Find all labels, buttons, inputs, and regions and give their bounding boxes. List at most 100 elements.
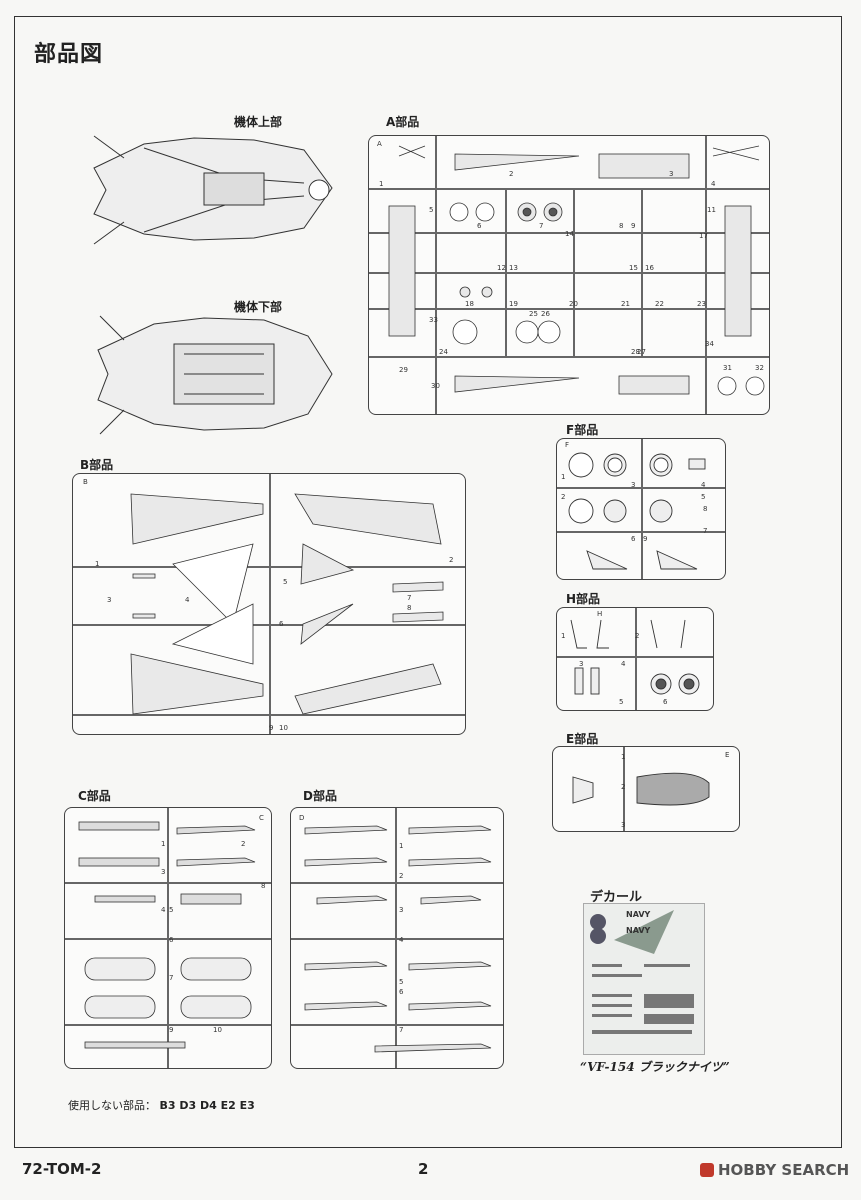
sprue-d-parts: 1 2 3 4 5 6 7 [304,825,492,1053]
svg-text:11: 11 [707,206,716,214]
svg-text:12: 12 [497,264,506,272]
svg-text:5: 5 [619,698,623,706]
svg-text:6: 6 [169,936,174,944]
svg-text:17: 17 [699,232,708,240]
svg-text:5: 5 [701,493,705,501]
svg-text:1: 1 [95,560,99,568]
decal-navy-text-2: NAVY [626,926,651,935]
svg-text:9: 9 [269,724,273,732]
svg-text:7: 7 [169,974,173,982]
section-label-c: C部品 [78,789,111,803]
svg-text:1: 1 [379,180,383,188]
decal-navy-text-1: NAVY [626,910,651,919]
svg-text:9: 9 [169,1026,173,1034]
svg-text:9: 9 [631,222,635,230]
svg-text:3: 3 [399,906,403,914]
sprue-letter-h: H [597,610,603,618]
section-label-f: F部品 [566,423,599,437]
svg-text:1: 1 [621,753,625,761]
svg-text:23: 23 [697,300,706,308]
svg-text:16: 16 [645,264,654,272]
svg-text:3: 3 [621,821,625,829]
svg-text:8: 8 [703,505,707,513]
svg-text:7: 7 [399,1026,403,1034]
svg-text:3: 3 [161,868,165,876]
svg-text:6: 6 [279,620,284,628]
svg-text:4: 4 [185,596,190,604]
svg-text:1: 1 [161,840,165,848]
svg-text:6: 6 [477,222,482,230]
hobby-search-logo-icon [700,1163,714,1177]
svg-text:31: 31 [723,364,732,372]
svg-text:32: 32 [755,364,764,372]
footer-code: 72-TOM-2 [22,1160,102,1178]
section-label-bottom-body: 機体下部 [234,300,283,314]
svg-text:2: 2 [621,783,625,791]
svg-text:2: 2 [399,872,403,880]
section-label-decal: デカール [590,890,643,905]
svg-text:5: 5 [399,978,403,986]
svg-text:19: 19 [509,300,518,308]
svg-text:8: 8 [261,882,265,890]
svg-text:8: 8 [407,604,411,612]
svg-text:6: 6 [631,535,636,543]
svg-text:27: 27 [637,348,646,356]
decal-sheet: NAVY NAVY [583,903,705,1055]
svg-text:4: 4 [711,180,716,188]
sprue-e-parts: 1 2 3 [572,753,710,829]
svg-text:24: 24 [439,348,448,356]
sprue-f-parts: 1 2 3 4 5 6 7 8 9 [561,452,707,570]
sprue-letter-c: C [259,814,264,822]
svg-text:9: 9 [643,535,647,543]
watermark-text: HOBBY SEARCH [718,1161,850,1179]
svg-text:2: 2 [561,493,565,501]
svg-text:4: 4 [161,906,166,914]
svg-text:7: 7 [703,527,707,535]
watermark: HOBBY SEARCH [700,1161,849,1179]
svg-text:15: 15 [629,264,638,272]
svg-text:8: 8 [619,222,623,230]
svg-text:4: 4 [399,936,404,944]
section-label-h: H部品 [566,592,601,606]
svg-text:6: 6 [399,988,404,996]
unused-parts-line: 使用しない部品： B3 D3 D4 E2 E3 [68,1097,255,1113]
svg-text:3: 3 [107,596,111,604]
svg-text:1: 1 [561,632,565,640]
section-label-e: E部品 [566,732,599,746]
svg-text:10: 10 [279,724,288,732]
page-frame [14,16,842,1148]
svg-text:2: 2 [635,632,639,640]
svg-text:29: 29 [399,366,408,374]
sprue-letter-b: B [83,478,88,486]
sprue-letter-d: D [299,814,305,822]
lower-fuselage-drawing [97,315,333,435]
svg-text:28: 28 [631,348,640,356]
svg-text:3: 3 [579,660,583,668]
svg-text:13: 13 [509,264,518,272]
svg-text:7: 7 [407,594,411,602]
svg-text:1: 1 [561,473,565,481]
svg-text:14: 14 [565,230,574,238]
svg-text:3: 3 [631,481,635,489]
sprue-d: D 1 2 3 4 5 6 7 [290,807,504,1069]
svg-text:4: 4 [701,481,706,489]
svg-text:2: 2 [449,556,453,564]
svg-text:3: 3 [669,170,673,178]
svg-text:7: 7 [539,222,543,230]
svg-text:4: 4 [621,660,626,668]
section-label-top-body: 機体上部 [234,115,283,129]
upper-fuselage-drawing [93,135,333,245]
sprue-letter-f: F [565,441,570,449]
svg-text:10: 10 [213,1026,222,1034]
decal-artwork [590,910,694,1034]
svg-text:20: 20 [569,300,578,308]
svg-text:1: 1 [399,842,403,850]
